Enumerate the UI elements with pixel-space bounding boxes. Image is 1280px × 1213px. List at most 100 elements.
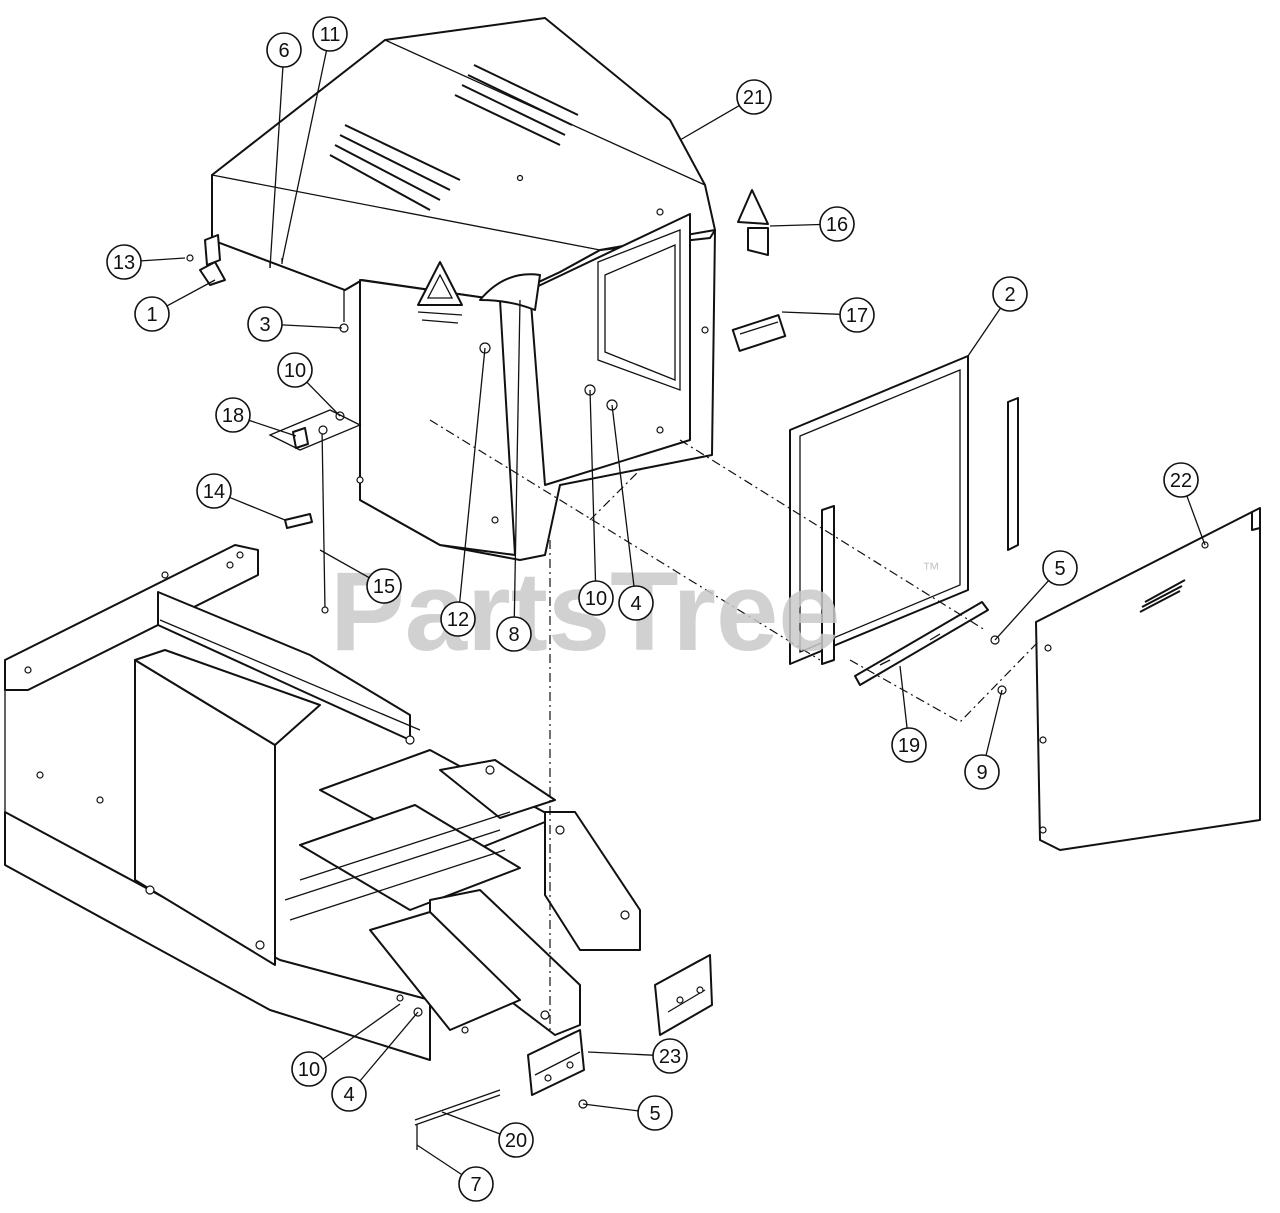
callout-leader-line (359, 1011, 419, 1082)
callout-circle (291, 1051, 327, 1087)
callout-labels: 1234455678910101011121314151617181920212… (106, 16, 1206, 1202)
callout-leader-line (281, 50, 328, 263)
callout-21: 21 (679, 79, 772, 141)
callout-leader-line (899, 665, 908, 729)
callout-number: 10 (298, 1059, 320, 1081)
callout-number: 9 (976, 762, 987, 784)
callout-number: 8 (508, 624, 519, 646)
callout-7: 7 (416, 1144, 494, 1202)
callout-9: 9 (964, 689, 1003, 790)
callout-leader-line (322, 1003, 401, 1060)
callout-number: 15 (373, 576, 395, 598)
hood-latch-hardware (186, 234, 618, 614)
callout-number: 1 (146, 304, 157, 326)
side-panel-frame (789, 355, 1019, 686)
callout-leader-line (229, 496, 286, 521)
callout-4: 4 (331, 1011, 419, 1112)
callout-10: 10 (578, 389, 614, 616)
callout-5: 5 (582, 1095, 673, 1131)
callout-circle (964, 754, 1000, 790)
callout-4: 4 (611, 404, 654, 621)
callout-number: 16 (826, 214, 848, 236)
decals (731, 189, 787, 352)
callout-circle (134, 296, 170, 332)
callout-15: 15 (319, 549, 402, 604)
callout-leader-line (248, 419, 297, 437)
callout-14: 14 (196, 473, 286, 521)
callout-circle (578, 580, 614, 616)
callout-circle (277, 352, 313, 388)
callout-number: 13 (113, 252, 135, 274)
callout-23: 23 (587, 1038, 688, 1074)
callout-circle (891, 727, 927, 763)
callout-3: 3 (247, 306, 343, 342)
callout-circle (1163, 462, 1199, 498)
callout-leader-line (781, 311, 841, 315)
callout-number: 22 (1170, 470, 1192, 492)
callout-leader-line (319, 549, 370, 579)
callout-leader-line (513, 299, 521, 618)
callout-2: 2 (967, 276, 1028, 357)
callout-leader-line (416, 1144, 463, 1176)
callout-leader-line (985, 689, 1003, 756)
callout-circle (106, 244, 142, 280)
callout-circle (498, 1122, 534, 1158)
callout-number: 5 (1054, 558, 1065, 580)
callout-number: 20 (505, 1130, 527, 1152)
callout-circle (652, 1038, 688, 1074)
callout-12: 12 (440, 347, 486, 637)
callout-number: 12 (447, 609, 469, 631)
callout-number: 21 (743, 87, 765, 109)
callout-leader-line (269, 66, 284, 269)
callout-number: 7 (470, 1174, 481, 1196)
callout-leader-line (769, 223, 821, 227)
callout-number: 17 (846, 305, 868, 327)
watermark-trademark: ™ (922, 559, 940, 579)
callout-20: 20 (441, 1111, 534, 1158)
callout-leader-line (679, 104, 740, 141)
hood-body (211, 17, 716, 561)
callout-number: 19 (898, 735, 920, 757)
callout-circle (618, 585, 654, 621)
callout-leader-line (589, 389, 597, 582)
callout-circle (215, 397, 251, 433)
callout-8: 8 (496, 299, 532, 652)
callout-number: 11 (320, 24, 341, 46)
assembly-lines (429, 419, 1041, 1030)
callout-leader-line (967, 307, 1002, 357)
callout-22: 22 (1163, 462, 1206, 546)
callout-circle (1042, 550, 1078, 586)
callout-circle (266, 32, 302, 68)
callout-leader-line (994, 580, 1050, 641)
callout-leader-line (587, 1051, 654, 1056)
callout-10: 10 (291, 1003, 401, 1087)
callout-leader-line (582, 1103, 639, 1112)
callout-circle (312, 16, 348, 52)
callout-circle (637, 1095, 673, 1131)
callout-number: 18 (222, 405, 244, 427)
callout-circle (496, 616, 532, 652)
callout-1: 1 (134, 279, 216, 332)
callout-circle (819, 206, 855, 242)
callout-leader-line (166, 279, 216, 307)
callout-leader-line (441, 1111, 501, 1135)
callout-circle (992, 276, 1028, 312)
callout-number: 14 (203, 481, 225, 503)
callout-19: 19 (891, 665, 927, 763)
callout-leader-line (306, 381, 341, 417)
callout-number: 23 (659, 1046, 681, 1068)
callout-circle (331, 1076, 367, 1112)
callout-5: 5 (994, 550, 1078, 641)
callout-leader-line (611, 404, 635, 587)
callout-number: 3 (259, 314, 270, 336)
callout-number: 10 (585, 588, 607, 610)
callout-circle (440, 601, 476, 637)
callout-17: 17 (781, 297, 875, 333)
callout-16: 16 (769, 206, 855, 242)
side-door (1035, 507, 1261, 851)
callout-number: 6 (278, 40, 289, 62)
callout-leader-line (1186, 495, 1206, 546)
callout-6: 6 (266, 32, 302, 269)
callout-11: 11 (281, 16, 348, 263)
